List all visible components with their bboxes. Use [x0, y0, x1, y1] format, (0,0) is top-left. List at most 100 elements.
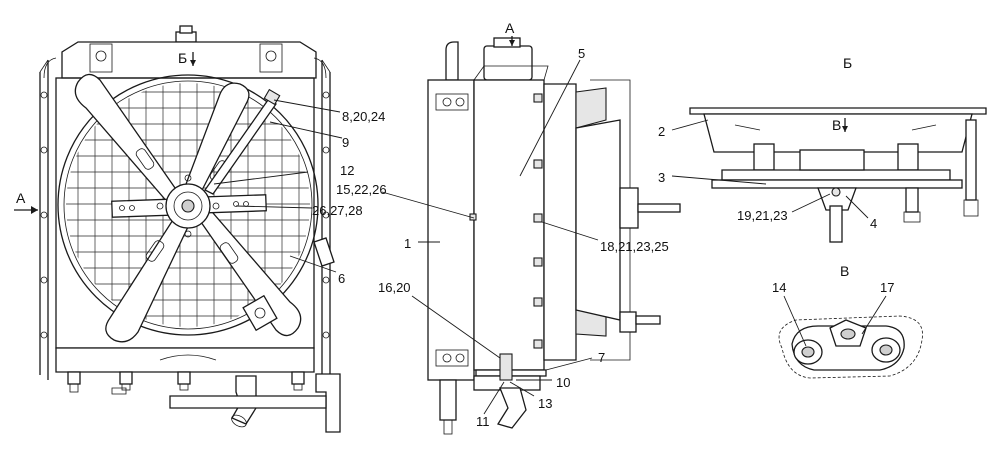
- callout-7: 7: [598, 350, 605, 365]
- left-lug: [753, 143, 775, 171]
- view-letter-v: В: [832, 117, 841, 133]
- leader-lines: [213, 59, 887, 415]
- upper-mount-right-hole: [265, 50, 277, 62]
- hub-bolt: [184, 174, 192, 182]
- drain-tip: [443, 419, 453, 435]
- tank-body: [703, 113, 973, 153]
- bolt-19: [831, 187, 841, 197]
- leader-7: [545, 357, 593, 371]
- callout-9: 9: [342, 135, 349, 150]
- callout-10: 10: [556, 375, 570, 390]
- hook-left: [43, 57, 57, 79]
- arrow-a-top-head: [509, 40, 515, 46]
- core-lower-bracket: [435, 349, 469, 367]
- callout-17: 17: [880, 280, 894, 295]
- callout-12: 12: [340, 163, 354, 178]
- leader-26: [235, 205, 313, 209]
- callout-6: 6: [338, 271, 345, 286]
- leader-9: [269, 121, 343, 139]
- leader-16: [411, 295, 501, 359]
- side-tab: [313, 237, 335, 267]
- bracket-4: [817, 187, 857, 211]
- crossbar-3: [721, 169, 951, 181]
- core-upper-bracket: [435, 93, 469, 111]
- fan-hub-inner: [173, 191, 203, 221]
- leader-4: [845, 195, 869, 219]
- stud: [829, 205, 843, 243]
- outlet-pipe-end: [231, 414, 247, 428]
- fan-body: [575, 119, 621, 321]
- fan-blades: [74, 73, 302, 343]
- drain-tube: [439, 379, 457, 421]
- hub-bolt: [184, 230, 192, 238]
- upper-tank: [61, 41, 317, 79]
- shroud-part-5: [473, 79, 545, 371]
- filler-cap-top: [179, 25, 193, 34]
- shroud-top: [473, 65, 549, 81]
- leader-18: [541, 221, 599, 241]
- side-plate-corners: [39, 59, 331, 73]
- callout-1: 1: [404, 236, 411, 251]
- leader-13: [509, 381, 535, 397]
- leader-6: [289, 255, 337, 273]
- leader-17: [861, 295, 887, 335]
- callout-5: 5: [578, 46, 585, 61]
- leader-5: [519, 59, 581, 177]
- bottom-crossbar: [169, 395, 327, 409]
- upper-mount-left-hole: [95, 50, 107, 62]
- callout-26-27-28: 26,27,28: [312, 203, 363, 218]
- lower-hose-11: [496, 387, 527, 429]
- bottom-bar: [711, 179, 963, 189]
- fan-blade-top: [575, 87, 607, 129]
- drain-pipe: [315, 373, 341, 433]
- callout-18-21-23-25: 18,21,23,25: [600, 239, 669, 254]
- view-v-title: В: [840, 263, 849, 279]
- bottom-fittings: [67, 371, 305, 395]
- upper-hose: [445, 41, 459, 81]
- fan-shroud: [57, 74, 319, 336]
- view-b-title: Б: [843, 55, 852, 71]
- leader-12: [213, 171, 309, 185]
- leader-8: [273, 99, 341, 113]
- callout-8-20-24: 8,20,24: [342, 109, 385, 124]
- fan-shaft: [637, 203, 681, 213]
- leader-3: [671, 175, 767, 185]
- contour-outline: [778, 315, 923, 379]
- right-side-plate: [321, 60, 331, 380]
- view-letter-a-top: А: [505, 20, 515, 36]
- hook-right: [313, 57, 327, 79]
- tank-details: [734, 124, 937, 131]
- lower-mount-bolt: [635, 315, 661, 325]
- view-v: [778, 315, 923, 379]
- side-bolts: [40, 91, 330, 339]
- arrow-a-side-head: [31, 206, 38, 214]
- callout-4: 4: [870, 216, 877, 231]
- lower-tank: [55, 347, 315, 373]
- leader-2: [671, 119, 709, 131]
- hub-bolt: [156, 202, 164, 210]
- leader-11: [483, 381, 505, 415]
- leader-14: [783, 295, 807, 347]
- hub-bolt: [212, 202, 220, 210]
- right-post-foot: [963, 199, 979, 217]
- callout-11: 11: [476, 414, 490, 429]
- arrow-b-top-head: [190, 60, 196, 66]
- lower-mount: [619, 311, 637, 333]
- callout-16-20: 16,20: [378, 280, 411, 295]
- view-b: [689, 107, 987, 243]
- fan-hub-center: [181, 199, 195, 213]
- fan-ring: [543, 83, 577, 361]
- port-17-inner: [879, 344, 893, 356]
- lower-tank-bump: [159, 354, 217, 361]
- lower-bracket-hole: [254, 307, 266, 319]
- center-port-inner: [840, 328, 856, 340]
- right-bolt-foot: [903, 211, 921, 223]
- expansion-tank: [483, 45, 533, 81]
- callout-19-21-23: 19,21,23: [737, 208, 788, 223]
- upper-mount-right: [259, 43, 283, 73]
- view-letter-a-side: А: [16, 190, 26, 206]
- view-letter-b-top: Б: [178, 50, 187, 66]
- left-side-plate: [39, 60, 49, 380]
- top-plate-2: [689, 107, 987, 115]
- expansion-tank-cap: [493, 37, 521, 48]
